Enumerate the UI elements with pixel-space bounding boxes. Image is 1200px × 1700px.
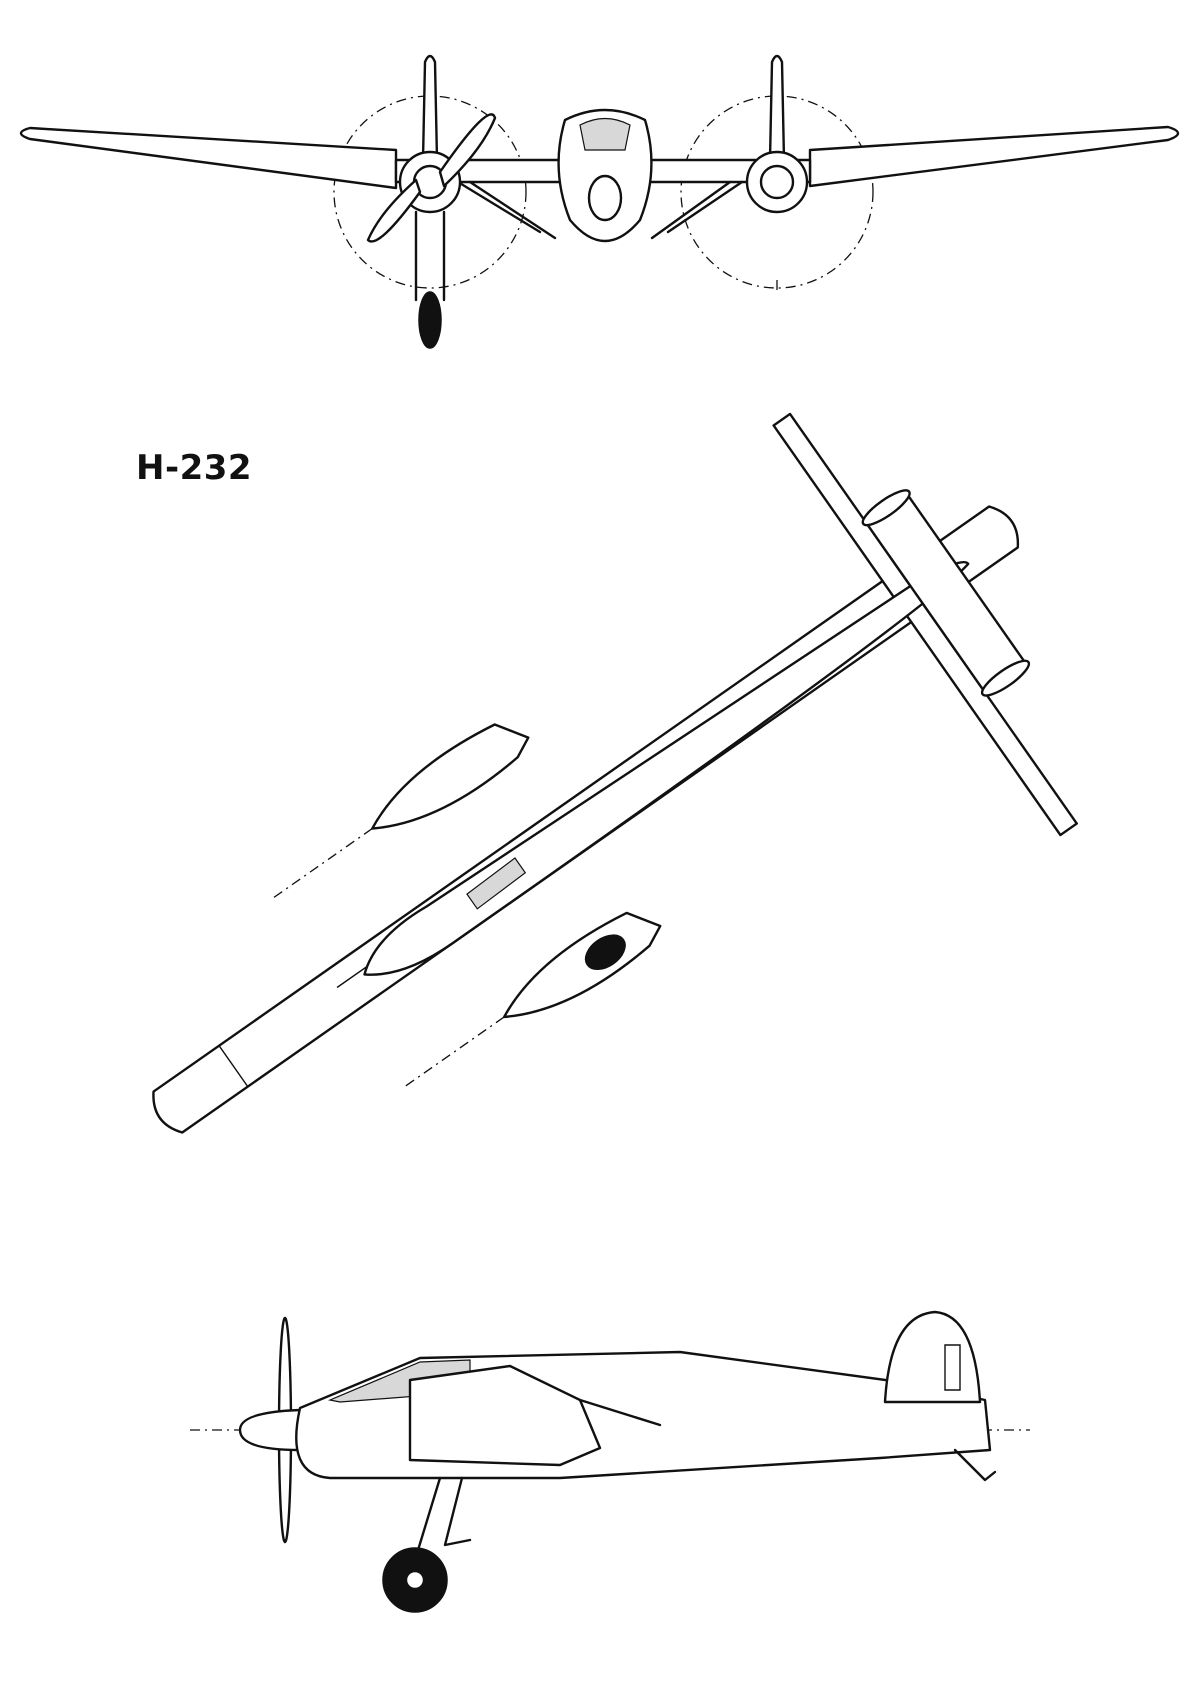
- right-nacelle-top: [371, 723, 530, 830]
- top-view: [152, 412, 1078, 1134]
- left-nacelle-top: [502, 911, 662, 1019]
- right-wing: [808, 125, 1180, 188]
- tailplane: [772, 412, 1078, 837]
- side-view: [190, 1310, 1030, 1613]
- right-propeller-disc: [680, 95, 874, 289]
- left-propeller: [438, 113, 497, 188]
- landing-gear: [414, 210, 446, 302]
- nacelle-side: [408, 1364, 602, 1467]
- left-wing: [19, 126, 398, 190]
- left-propeller-disc: [333, 95, 527, 289]
- left-fin: [421, 54, 439, 162]
- main-gear-side: [413, 1476, 472, 1562]
- aircraft-designation: H-232: [136, 448, 253, 488]
- tail-fin: [883, 1310, 982, 1404]
- right-fin: [768, 54, 786, 162]
- front-view: [19, 54, 1180, 349]
